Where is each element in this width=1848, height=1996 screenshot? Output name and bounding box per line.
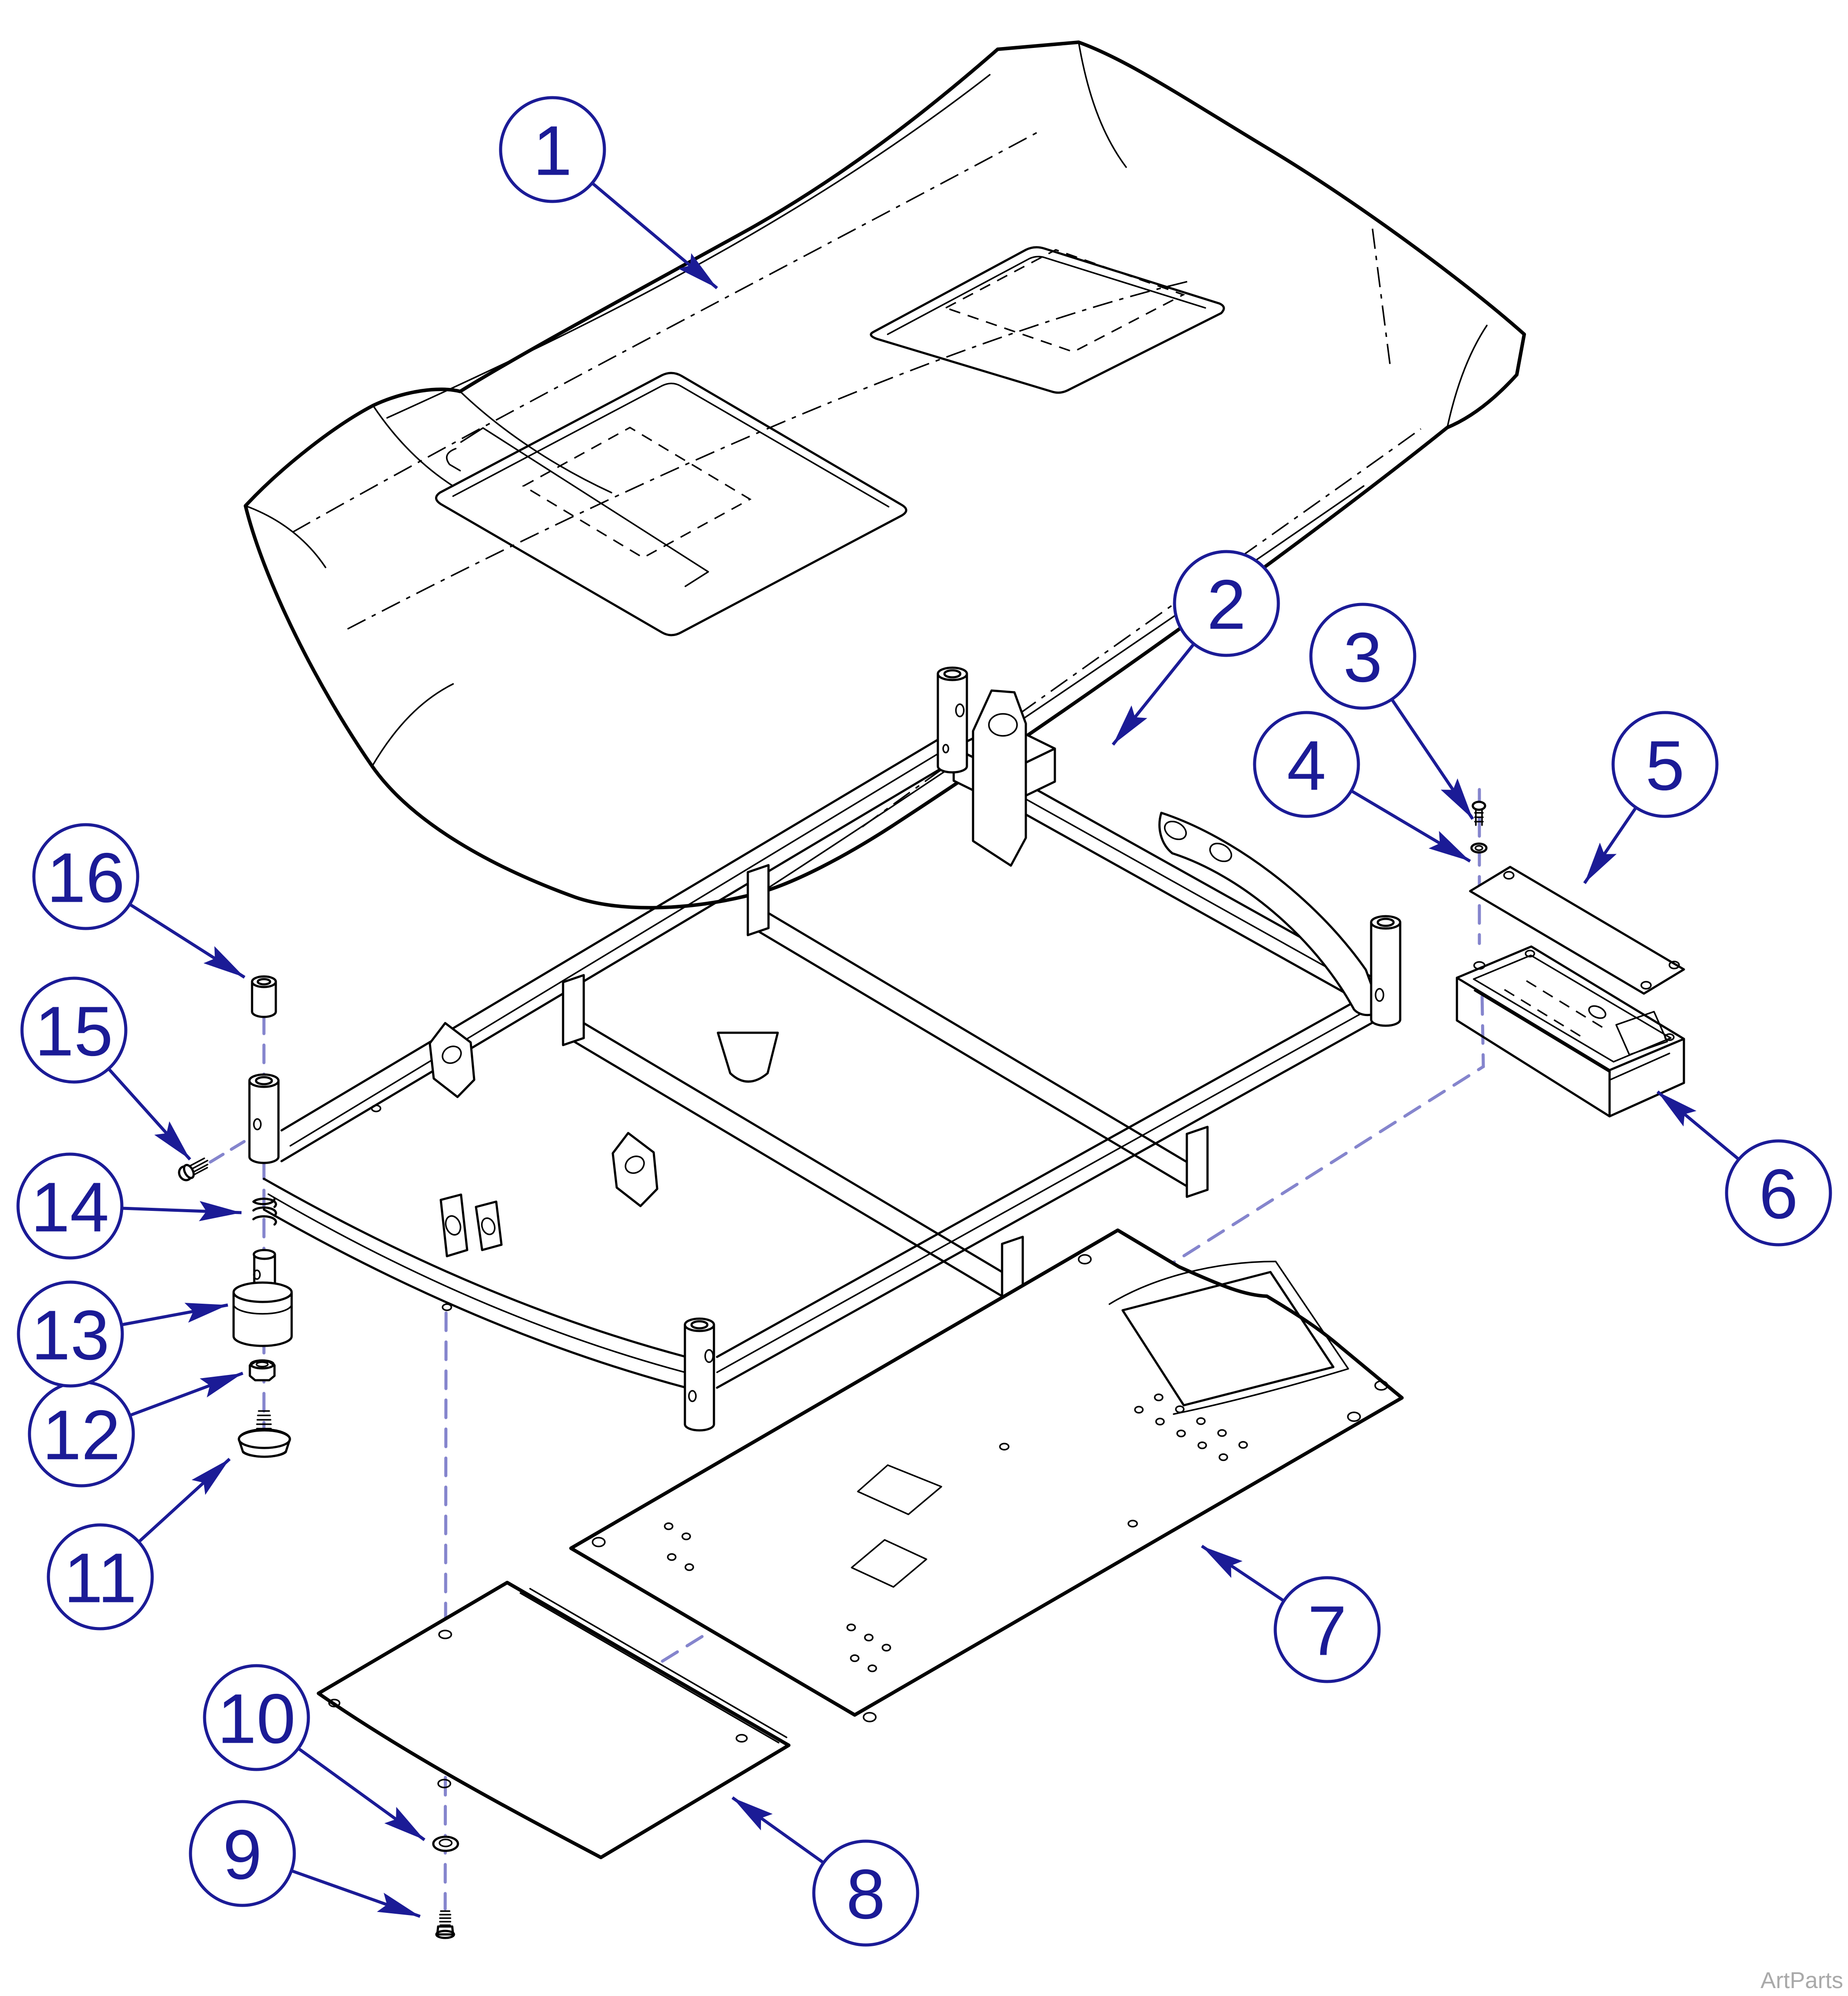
- part-5-cover-plate: [1469, 866, 1685, 995]
- callout-15-bubble[interactable]: [20, 976, 128, 1084]
- callout-7-bubble[interactable]: [1273, 1576, 1381, 1683]
- callout-15-number: 15: [35, 992, 113, 1071]
- callout-1-bubble[interactable]: [499, 96, 606, 203]
- callout-6-number: 6: [1759, 1155, 1798, 1233]
- callout-10[interactable]: 10: [203, 1664, 426, 1841]
- callout-7-number: 7: [1308, 1591, 1347, 1670]
- callout-14[interactable]: 14: [16, 1152, 242, 1260]
- callout-1-arrow: [591, 182, 718, 289]
- dashed-line-plate8-column: [443, 1311, 448, 1911]
- callout-16-bubble[interactable]: [32, 823, 139, 930]
- frame-corner-posts: [248, 666, 1402, 1432]
- callout-11-arrow: [137, 1458, 231, 1543]
- callout-14-arrow: [121, 1201, 242, 1221]
- part-9-screw: [435, 1910, 455, 1939]
- callout-9-bubble[interactable]: [189, 1800, 296, 1907]
- part-1-base-cover: [244, 40, 1526, 910]
- callout-1[interactable]: 1: [499, 96, 718, 289]
- callout-16[interactable]: 16: [32, 823, 245, 979]
- cover-rear-well: [870, 246, 1225, 394]
- callout-10-number: 10: [217, 1679, 296, 1758]
- callout-6-arrow: [1656, 1090, 1740, 1161]
- callout-13[interactable]: 13: [17, 1280, 228, 1388]
- hardware-parts: [178, 801, 1488, 1939]
- callout-5-number: 5: [1646, 726, 1685, 805]
- callout-16-number: 16: [47, 838, 125, 917]
- callout-10-arrow: [297, 1747, 426, 1841]
- frame-curved-arm: [1158, 812, 1382, 1016]
- callout-8-bubble[interactable]: [812, 1839, 919, 1947]
- part-11-leveling-foot: [238, 1410, 291, 1458]
- callout-16-arrow: [129, 903, 245, 979]
- callout-9-arrow: [290, 1869, 421, 1918]
- callout-13-bubble[interactable]: [17, 1280, 124, 1388]
- callout-12-number: 12: [42, 1396, 121, 1474]
- callout-3[interactable]: 3: [1309, 603, 1474, 820]
- plate7-hole-cluster-bottom: [846, 1623, 891, 1672]
- callout-6-bubble[interactable]: [1725, 1139, 1832, 1247]
- part-2-frame: [248, 666, 1402, 1432]
- part-14-spring: [252, 1197, 277, 1226]
- callout-4-bubble[interactable]: [1253, 711, 1360, 818]
- part-10-washer: [432, 1835, 459, 1852]
- callout-11-number: 11: [64, 1539, 137, 1617]
- callout-11[interactable]: 11: [47, 1458, 231, 1630]
- callout-2-arrow: [1112, 643, 1195, 746]
- callout-3-arrow: [1391, 698, 1474, 820]
- callout-12-arrow: [129, 1371, 244, 1417]
- callout-4[interactable]: 4: [1253, 711, 1471, 863]
- callout-14-number: 14: [31, 1168, 109, 1247]
- callout-4-arrow: [1350, 789, 1471, 863]
- callout-4-number: 4: [1287, 726, 1326, 805]
- callout-11-bubble[interactable]: [47, 1523, 154, 1630]
- callout-13-arrow: [121, 1302, 228, 1327]
- part-3-screw: [1471, 801, 1486, 826]
- callout-5[interactable]: 5: [1583, 711, 1719, 884]
- watermark-text: ArtParts: [1760, 1968, 1843, 1993]
- callout-15[interactable]: 15: [20, 976, 191, 1161]
- callout-9-number: 9: [223, 1815, 262, 1894]
- callout-3-bubble[interactable]: [1309, 603, 1416, 710]
- part-7-bottom-plate: [569, 1228, 1404, 1722]
- part-4-washer: [1470, 842, 1488, 854]
- callout-10-bubble[interactable]: [203, 1664, 310, 1771]
- callout-8[interactable]: 8: [731, 1796, 919, 1947]
- callout-1-number: 1: [533, 111, 572, 190]
- callout-8-arrow: [731, 1796, 825, 1864]
- callout-15-arrow: [107, 1067, 191, 1161]
- callout-8-number: 8: [846, 1855, 886, 1934]
- part-15-screw: [178, 1157, 209, 1181]
- plate7-hole-cluster-left: [664, 1522, 694, 1571]
- callout-14-bubble[interactable]: [16, 1152, 124, 1260]
- callout-12[interactable]: 12: [28, 1371, 244, 1488]
- callout-2-number: 2: [1207, 565, 1246, 644]
- callout-2-bubble[interactable]: [1173, 550, 1280, 657]
- part-16-spacer: [251, 975, 277, 1018]
- callout-2[interactable]: 2: [1112, 550, 1280, 746]
- callout-6[interactable]: 6: [1656, 1090, 1832, 1247]
- callout-13-number: 13: [31, 1296, 110, 1375]
- callout-3-number: 3: [1343, 618, 1383, 697]
- part-8-front-plate: [317, 1581, 790, 1859]
- plate7-hole-cluster-right: [1134, 1393, 1248, 1461]
- callout-5-bubble[interactable]: [1611, 711, 1719, 818]
- callout-5-arrow: [1583, 807, 1637, 884]
- callout-7-arrow: [1201, 1545, 1285, 1602]
- part-12-nut: [249, 1359, 276, 1382]
- dashed-line-tray-to-plate7: [1127, 966, 1485, 1317]
- part-13-foot-mount: [232, 1249, 293, 1347]
- frame-tall-bracket: [972, 689, 1027, 867]
- cover-front-well: [435, 372, 908, 636]
- callout-7[interactable]: 7: [1201, 1545, 1381, 1683]
- callout-9[interactable]: 9: [189, 1800, 421, 1918]
